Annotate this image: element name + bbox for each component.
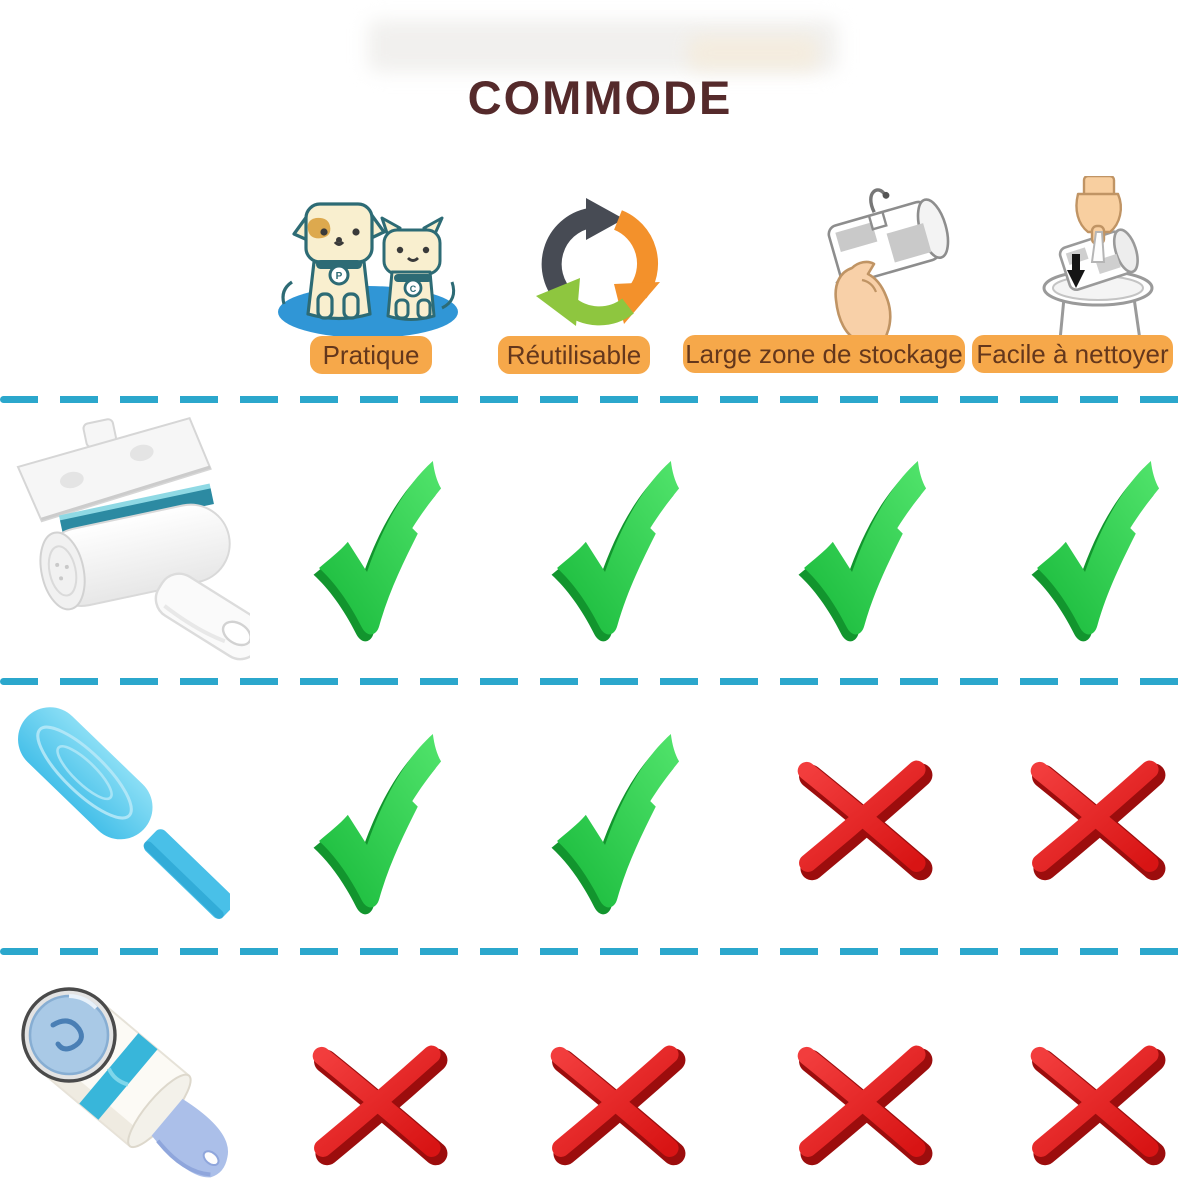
product-image-pet-hair-remover-roller (16, 416, 250, 661)
recycle-arrows-icon (536, 198, 660, 326)
product-image-pet-hair-brush (18, 707, 230, 919)
cross-mark (1030, 760, 1166, 881)
dashed-separator (0, 948, 1200, 955)
svg-text:P: P (336, 271, 343, 282)
check-mark (551, 460, 680, 642)
check-mark (798, 460, 927, 642)
dashed-separator (0, 396, 1200, 403)
feature-label-pratique: Pratique (310, 336, 432, 374)
dog-and-cat-icon: P C (278, 202, 458, 338)
feature-label-reutilisable: Réutilisable (498, 336, 650, 374)
check-mark (313, 460, 442, 642)
check-mark (551, 733, 680, 915)
background-smudge (688, 36, 818, 70)
cross-mark (797, 1045, 933, 1166)
page-title: COMMODE (467, 71, 733, 124)
check-mark (313, 733, 442, 915)
cross-mark (312, 1045, 448, 1166)
product-image-sticky-lint-roller (21, 987, 229, 1178)
svg-text:C: C (410, 284, 417, 294)
cross-mark (797, 760, 933, 881)
check-mark (1031, 460, 1160, 642)
hand-emptying-roller-icon (1042, 176, 1154, 341)
feature-label-nettoyer: Facile à nettoyer (972, 335, 1173, 373)
hand-opening-roller-icon (827, 188, 950, 342)
cross-mark (1030, 1045, 1166, 1166)
cross-mark (550, 1045, 686, 1166)
dashed-separator (0, 678, 1200, 685)
feature-label-stockage: Large zone de stockage (683, 335, 965, 373)
